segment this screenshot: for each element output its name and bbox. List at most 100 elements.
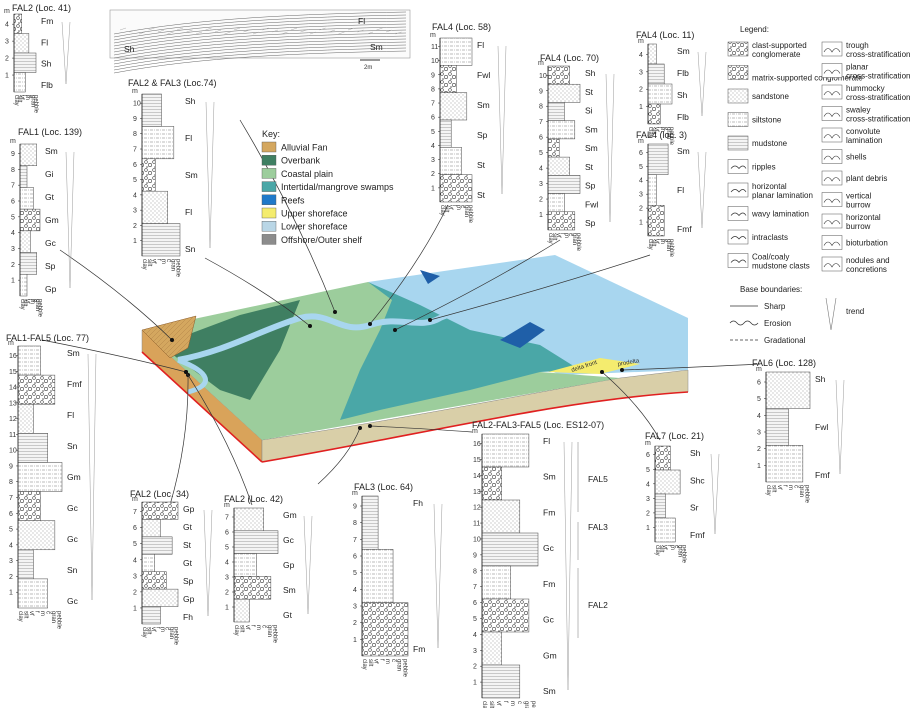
log-facies-label: Gc — [67, 503, 79, 513]
log-grain-label: c — [27, 95, 33, 98]
log-bed — [765, 445, 804, 483]
log-grain-label: silt — [16, 95, 22, 103]
log-facies-label: Fmf — [690, 530, 705, 540]
log-grain-label: silt — [22, 299, 28, 307]
log-grain-label: clay — [654, 545, 660, 556]
log-tick-label: 3 — [646, 496, 650, 503]
log-grain-label: silt — [771, 485, 777, 493]
log-grain-label: f — [155, 259, 161, 261]
log-facies-label: Sm — [543, 686, 556, 696]
log-bed — [439, 119, 452, 148]
log-facies-label: Fm — [413, 644, 425, 654]
log-bed — [481, 532, 539, 567]
legend-left-symbol — [727, 112, 749, 127]
log-bed — [547, 193, 565, 213]
key-item-label: Lower shoreface — [281, 222, 348, 232]
log-bed — [765, 371, 811, 409]
leader-line — [601, 371, 661, 441]
legend-right-label: shells — [846, 153, 866, 162]
key-title: Key: — [262, 129, 280, 139]
panorama-lamina — [262, 27, 269, 31]
legend-right-glyph — [823, 220, 841, 225]
log-bed — [765, 408, 789, 446]
panorama-lamina — [157, 29, 165, 33]
legend-left-label: planar lamination — [752, 191, 813, 200]
log-facies-label: Sm — [477, 100, 490, 110]
legend-left-glyph — [730, 165, 747, 170]
log-tick-label: 1 — [539, 212, 543, 219]
log-facies-label: Gp — [45, 284, 57, 294]
log-tick-label: 1 — [225, 605, 229, 612]
log-tick-label: 10 — [431, 58, 439, 65]
key-swatch — [261, 168, 277, 179]
log-facies-label: Gc — [45, 238, 57, 248]
log-unit-name: FAL5 — [588, 474, 608, 484]
log-facies-label: Gm — [67, 472, 81, 482]
log-facies-label: Sm — [585, 143, 598, 153]
legend-left-label: clast-supported — [752, 41, 807, 50]
zone-lower-shoreface-offshore — [368, 255, 688, 375]
log-trend-symbol — [87, 353, 97, 601]
log-fal1-fal5-77: FAL1-FAL5 (Loc. 77)m12345678910111213141… — [6, 333, 97, 630]
log-grain-label: clay — [647, 239, 653, 250]
log-facies-label: Sh — [690, 448, 701, 458]
log-grain-label: vf — [555, 233, 561, 238]
log-tick-label: 14 — [473, 473, 481, 480]
log-tick-label: 2 — [9, 574, 13, 581]
block-diagram: delta front prodelta — [141, 255, 689, 463]
log-bed — [19, 252, 37, 275]
log-tick-label: 5 — [639, 164, 643, 171]
panorama-stratum-line — [113, 47, 407, 71]
log-grain-label: silt — [551, 233, 557, 241]
log-bed — [361, 495, 379, 550]
log-facies-label: Sn — [67, 441, 78, 451]
log-facies-label: Fl — [67, 410, 74, 420]
log-tick-label: 9 — [133, 116, 137, 123]
log-title: FAL2 & FAL3 (Loc.74) — [128, 78, 217, 88]
log-grain-label: f — [34, 611, 40, 613]
legend-right-label: bioturbation — [846, 239, 888, 248]
log-bed — [439, 92, 468, 121]
log-tick-label: 6 — [473, 600, 477, 607]
log-unit-name: FAL2 — [588, 600, 608, 610]
log-grain-label: gran — [168, 627, 174, 639]
log-grain-label: vf — [447, 205, 453, 210]
river-channel-branch — [177, 357, 208, 395]
legend-left-symbol — [727, 229, 749, 245]
log-grain-label: gran — [30, 95, 36, 107]
log-unit-label: m — [224, 502, 230, 509]
log-grain-label: m — [563, 233, 569, 238]
leader-line — [394, 239, 561, 331]
legend-right-symbol — [821, 127, 843, 143]
log-title: FAL1 (Loc. 139) — [18, 127, 82, 137]
key-swatch — [261, 207, 277, 219]
leader-endpoint — [170, 338, 174, 342]
log-tick-label: 13 — [473, 489, 481, 496]
log-grain-label: f — [656, 239, 662, 241]
legend-right-label: burrow — [846, 222, 871, 231]
log-tick-label: 16 — [473, 441, 481, 448]
log-tick-label: 4 — [757, 413, 761, 420]
log-grain-label: f — [656, 127, 662, 129]
log-facies-label: Sm — [677, 146, 690, 156]
log-tick-label: 5 — [133, 541, 137, 548]
key-item-label: Offshore/Outer shelf — [281, 235, 362, 245]
log-grain-label: m — [39, 611, 45, 616]
log-tick-label: 1 — [5, 73, 9, 80]
log-bed — [19, 208, 41, 232]
log-facies-label: Sm — [283, 585, 296, 595]
log-facies-label: Gc — [67, 534, 79, 544]
log-facies-label: Sm — [585, 124, 598, 134]
log-tick-label: 4 — [646, 481, 650, 488]
panorama-lamina — [148, 27, 155, 31]
log-tick-label: 5 — [757, 396, 761, 403]
legend-trend-symbol — [825, 297, 837, 331]
panorama-lamina — [395, 31, 402, 35]
log-tick-label: 6 — [757, 380, 761, 387]
log-facies-label: Gp — [283, 560, 295, 570]
log-tick-label: 11 — [473, 521, 480, 528]
log-title: FAL4 (Loc. 11) — [636, 30, 694, 40]
